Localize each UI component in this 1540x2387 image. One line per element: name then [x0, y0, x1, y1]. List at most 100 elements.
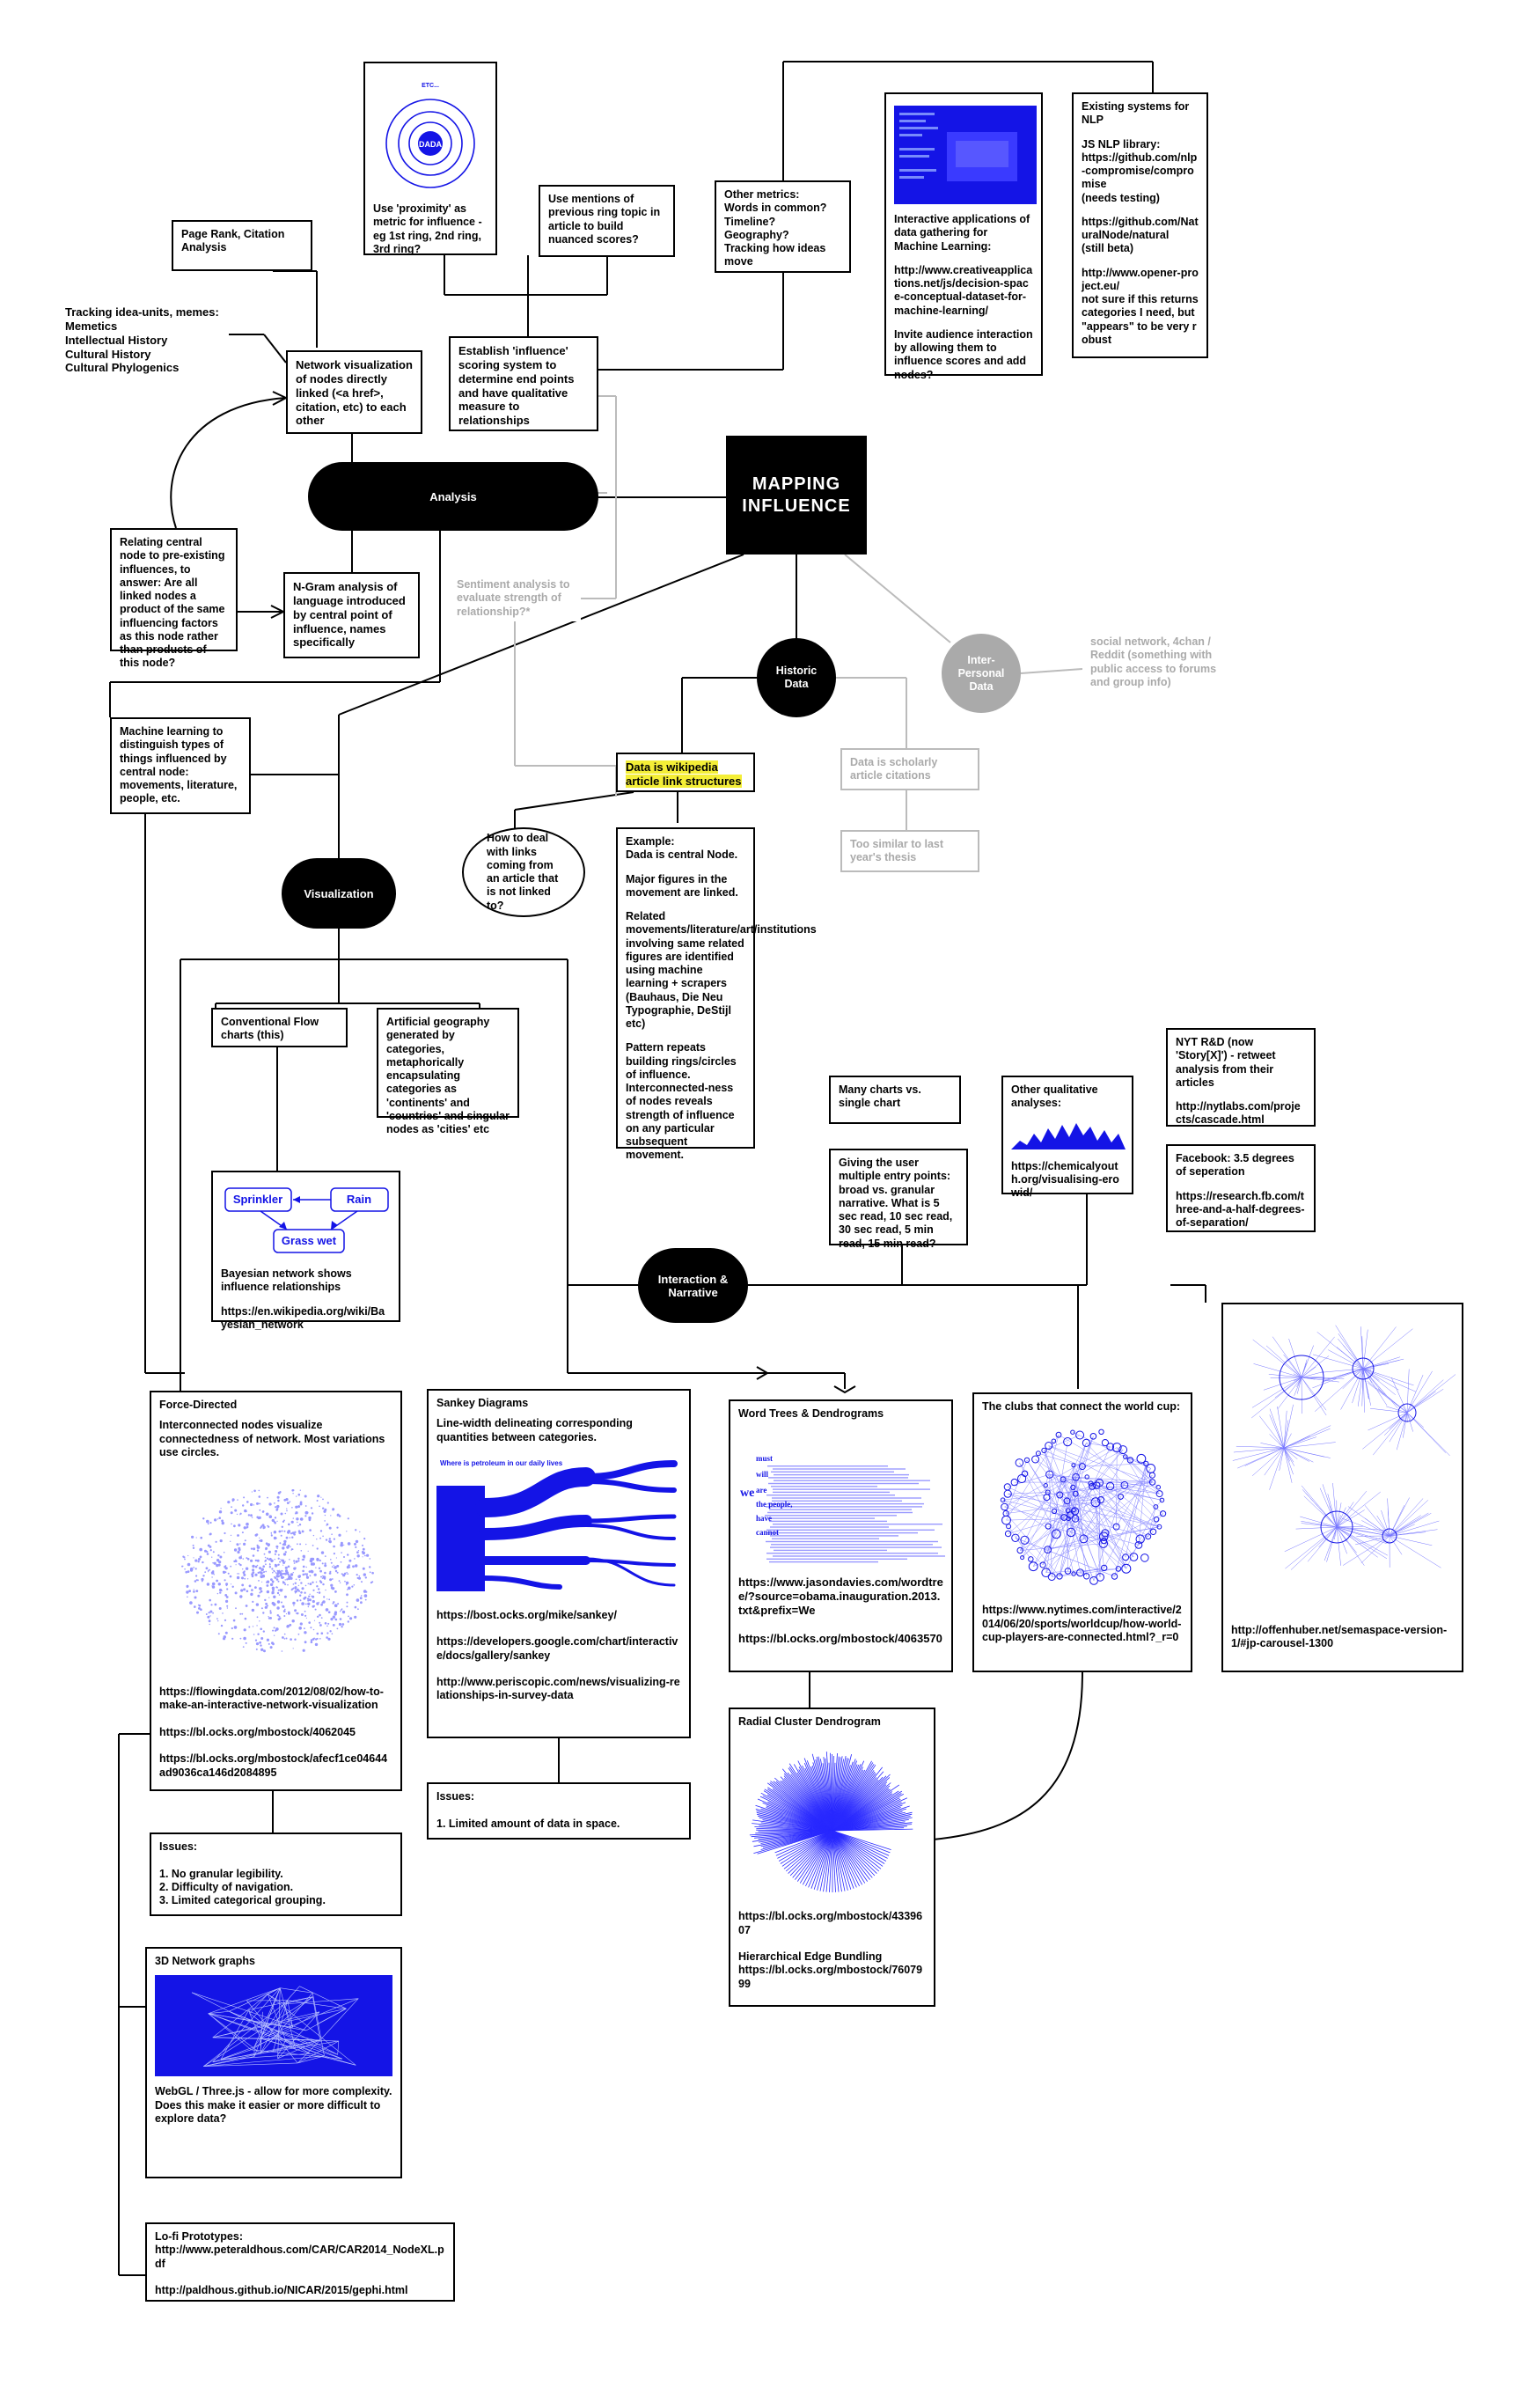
force-node: [301, 1587, 304, 1590]
semaspace-edge: [1307, 1526, 1338, 1562]
world-cup-node: [1123, 1454, 1128, 1460]
world-cup-node: [1063, 1437, 1073, 1447]
world-cup-node: [1041, 1568, 1051, 1578]
semaspace-edge: [1301, 1485, 1338, 1528]
force-node: [343, 1544, 345, 1546]
force-node: [306, 1597, 310, 1600]
word-trees-links[interactable]: https://www.jasondavies.com/wordtree/?so…: [738, 1575, 943, 1645]
dendrogram-branch: [832, 1830, 887, 1862]
world-cup-link[interactable]: https://www.nytimes.com/interactive/2014…: [982, 1604, 1182, 1643]
force-node: [267, 1496, 268, 1499]
force-node: [284, 1583, 287, 1586]
force-node: [265, 1512, 269, 1517]
ml-apps-invite: Invite audience interaction by allowing …: [894, 327, 1033, 381]
nlp-opener-link[interactable]: http://www.opener-project.eu/ not sure i…: [1082, 266, 1199, 346]
force-node: [194, 1559, 198, 1562]
world-cup-edge: [1075, 1443, 1087, 1478]
nlp-js-link[interactable]: JS NLP library: https://github.com/nlp-c…: [1082, 137, 1198, 204]
world-cup-node: [1055, 1432, 1062, 1438]
world-cup-node: [1071, 1508, 1076, 1513]
force-node: [308, 1516, 312, 1520]
force-node: [316, 1547, 319, 1550]
force-node: [319, 1613, 321, 1617]
world-cup-node: [1159, 1497, 1165, 1503]
force-node: [297, 1493, 301, 1496]
dendrogram-branch: [783, 1830, 833, 1869]
force-node: [282, 1610, 286, 1612]
force-node: [243, 1496, 246, 1499]
force-node: [243, 1542, 246, 1546]
semaspace-edge: [1406, 1412, 1413, 1432]
force-node: [279, 1573, 282, 1577]
force-node: [245, 1642, 247, 1644]
world-cup-edge: [1051, 1483, 1091, 1577]
force-node: [339, 1611, 341, 1612]
force-node: [247, 1514, 251, 1517]
force-node: [275, 1545, 279, 1548]
force-node: [251, 1491, 253, 1493]
force-node: [286, 1509, 288, 1512]
force-node: [250, 1547, 253, 1550]
3d-network-edge: [220, 2049, 252, 2060]
force-node: [260, 1607, 263, 1610]
hub-analysis[interactable]: Analysis: [308, 462, 598, 531]
hub-historic-data[interactable]: Historic Data: [757, 638, 836, 717]
force-node: [199, 1547, 202, 1552]
3d-network-edge: [229, 2011, 338, 2055]
world-cup-edge: [1095, 1502, 1101, 1578]
facebook-link[interactable]: https://research.fb.com/three-and-a-half…: [1176, 1189, 1305, 1230]
force-node: [363, 1594, 368, 1597]
radial-links[interactable]: https://bl.ocks.org/mbostock/4339607 Hie…: [738, 1910, 923, 1990]
word-tree-line: [772, 1497, 921, 1499]
force-node: [299, 1517, 304, 1521]
force-node: [343, 1572, 347, 1575]
force-node: [231, 1498, 235, 1502]
world-cup-edge: [1058, 1435, 1160, 1495]
force-node: [266, 1584, 269, 1587]
wikipedia-note: Data is wikipedia article link structure…: [616, 753, 755, 792]
semaspace-edge: [1285, 1526, 1338, 1569]
nlp-natural-link[interactable]: https://github.com/NaturalNode/natural (…: [1082, 215, 1199, 255]
force-node: [240, 1555, 242, 1557]
hub-interpersonal-data[interactable]: Inter- Personal Data: [942, 634, 1021, 713]
force-node: [268, 1557, 272, 1561]
force-node: [333, 1538, 335, 1540]
bayes-link[interactable]: https://en.wikipedia.org/wiki/Bayesian_n…: [221, 1304, 385, 1331]
force-node: [297, 1530, 301, 1532]
tracking-note: Tracking idea-units, memes: Memetics Int…: [57, 299, 229, 398]
force-node: [244, 1539, 246, 1542]
force-node: [347, 1517, 349, 1520]
semaspace-edge: [1389, 1512, 1429, 1537]
force-node: [305, 1575, 310, 1579]
force-node: [219, 1591, 222, 1594]
force-node: [326, 1636, 328, 1639]
qualitative-link[interactable]: https://chemicalyouth.org/visualising-er…: [1011, 1159, 1119, 1200]
force-node: [298, 1524, 302, 1526]
sankey-links[interactable]: https://bost.ocks.org/mike/sankey/ https…: [436, 1608, 680, 1702]
force-node: [239, 1556, 243, 1560]
force-node: [348, 1615, 349, 1618]
force-node: [300, 1582, 303, 1584]
relating-note: Relating central node to pre-existing in…: [110, 528, 238, 669]
force-node: [304, 1631, 307, 1634]
semaspace-link[interactable]: http://offenhuber.net/semaspace-version-…: [1231, 1624, 1448, 1650]
semaspace-edge: [1389, 1535, 1433, 1546]
force-node: [322, 1498, 324, 1501]
semaspace-edge: [1362, 1368, 1398, 1409]
3d-network-edge: [260, 2012, 263, 2054]
3d-network-edge: [220, 2053, 311, 2060]
force-links[interactable]: https://flowingdata.com/2012/08/02/how-t…: [159, 1686, 388, 1779]
hub-interaction-narrative[interactable]: Interaction & Narrative: [638, 1248, 748, 1323]
nyt-rd-link[interactable]: http://nytlabs.com/projects/cascade.html: [1176, 1100, 1301, 1127]
3d-network-edge: [299, 1986, 347, 2009]
force-node: [296, 1599, 299, 1602]
force-node: [242, 1558, 245, 1560]
semaspace-edge: [1406, 1412, 1447, 1453]
ml-apps-link[interactable]: http://www.creativeapplications.net/js/d…: [894, 263, 1033, 317]
semaspace-edge: [1336, 1526, 1387, 1544]
force-node: [314, 1608, 317, 1611]
hub-visualization[interactable]: Visualization: [282, 858, 396, 929]
dendrogram-branch: [832, 1830, 873, 1878]
word-tree-line: [774, 1474, 909, 1476]
force-node: [299, 1489, 301, 1491]
